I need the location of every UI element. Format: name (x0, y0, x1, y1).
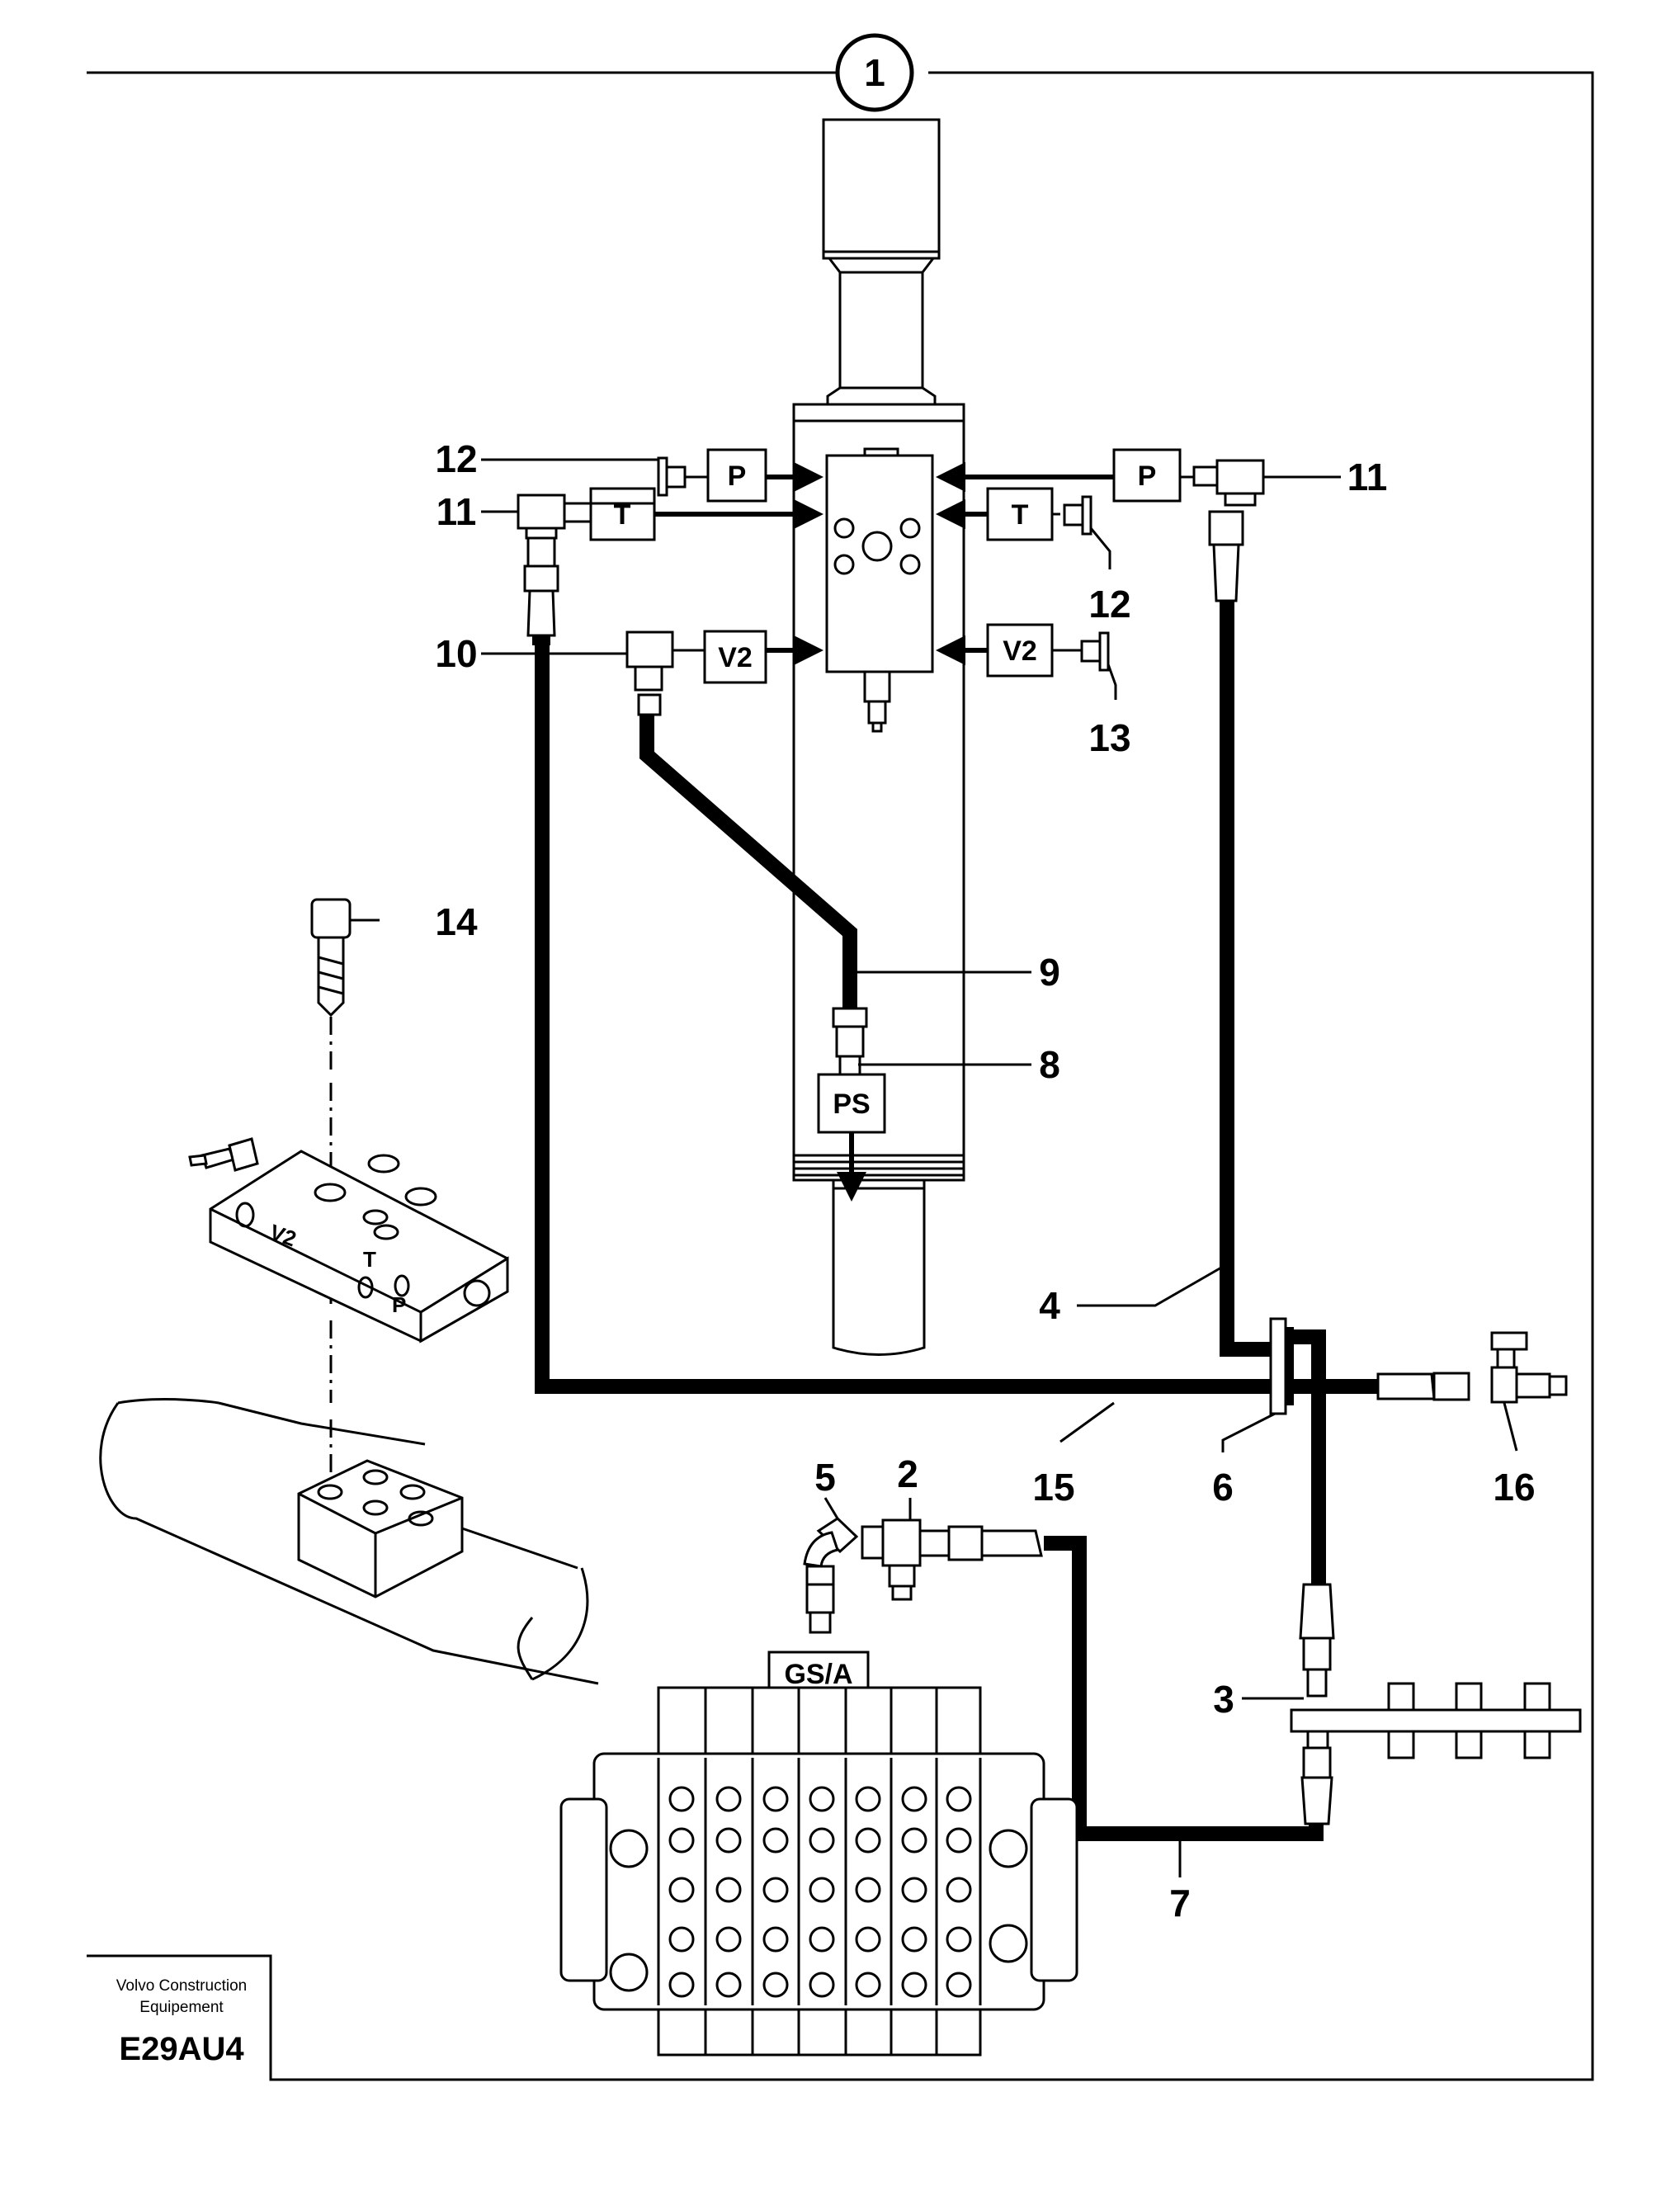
sheet-number-circle: 1 (835, 33, 914, 112)
hose-6-3 (1291, 1329, 1326, 1584)
port-label: V2 (1003, 635, 1037, 667)
fitting-stubs (591, 475, 1194, 652)
port-box-t-left: T (589, 487, 656, 541)
callout-12-left: 12 (435, 437, 477, 480)
hose-7 (1044, 1536, 1324, 1841)
engraved-label-t: T (363, 1247, 376, 1272)
title-block: Volvo Construction Equipement E29AU4 (116, 1977, 247, 2067)
elbow-fitting-10 (625, 630, 674, 716)
bulkhead-6 (1269, 1317, 1294, 1415)
port-box-p-right: P (1112, 448, 1182, 503)
engraved-label-p: P (392, 1292, 406, 1317)
plug-13 (1080, 631, 1110, 672)
hose-4 (1220, 611, 1271, 1357)
control-valve-block (825, 447, 934, 733)
company-name-line1: Volvo Construction (116, 1977, 247, 1995)
hose-9 (639, 715, 857, 1008)
plug-12-left (657, 456, 687, 497)
port-box-v2-right: V2 (986, 623, 1054, 678)
callout-14: 14 (435, 900, 478, 943)
callout-11-right: 11 (1347, 456, 1388, 498)
callout-10: 10 (435, 632, 477, 675)
callout-15: 15 (1032, 1466, 1074, 1509)
port-label: T (1012, 499, 1029, 531)
port-box-ps: PS (817, 1073, 886, 1134)
port-label: GS/A (784, 1659, 852, 1690)
callout-8: 8 (1039, 1043, 1060, 1086)
callout-11-left: 11 (437, 490, 477, 533)
hose-15 (535, 645, 1283, 1394)
port-label: P (1138, 460, 1157, 492)
drawing-code: E29AU4 (119, 2031, 244, 2067)
leader-lines (350, 458, 1518, 1877)
callout-4: 4 (1039, 1284, 1060, 1327)
plug-12-right (1063, 495, 1092, 536)
port-box-p-left: P (706, 448, 767, 503)
exploded-valve-block: V2 T P (188, 1137, 509, 1344)
port-label: V2 (718, 642, 753, 673)
company-name-line2: Equipement (139, 1999, 224, 2016)
port-box-t-right: T (986, 487, 1054, 541)
control-valve-bank (559, 1686, 1078, 2057)
callouts: 12 11 10 11 12 13 14 9 8 4 15 6 16 5 2 3… (435, 437, 1535, 1924)
tee-fitting-11-right (1192, 459, 1265, 611)
tee-fitting-11-left (517, 494, 592, 645)
bolt-14 (310, 898, 352, 1494)
hydraulic-cylinder (792, 118, 965, 1356)
callout-2: 2 (897, 1452, 918, 1495)
tee-fitting-16 (1376, 1331, 1568, 1404)
port-label: P (728, 460, 747, 492)
callout-3: 3 (1213, 1678, 1234, 1721)
drawing-frame (87, 71, 1594, 2081)
callout-16: 16 (1493, 1466, 1535, 1509)
elbow-fitting-5 (803, 1517, 859, 1634)
callout-9: 9 (1039, 951, 1060, 994)
callout-7: 7 (1169, 1882, 1191, 1924)
port-box-v2-left: V2 (703, 630, 767, 684)
port-label: PS (833, 1089, 870, 1120)
tee-fitting-2 (861, 1518, 1043, 1601)
callout-12-right: 12 (1088, 583, 1130, 626)
sheet-number: 1 (864, 51, 885, 94)
callout-6: 6 (1212, 1466, 1234, 1509)
callout-13: 13 (1088, 716, 1130, 759)
mounting-tube (99, 1398, 599, 1685)
manifold-3 (1290, 1583, 1582, 1825)
port-label: T (614, 499, 631, 531)
callout-5: 5 (814, 1456, 836, 1499)
